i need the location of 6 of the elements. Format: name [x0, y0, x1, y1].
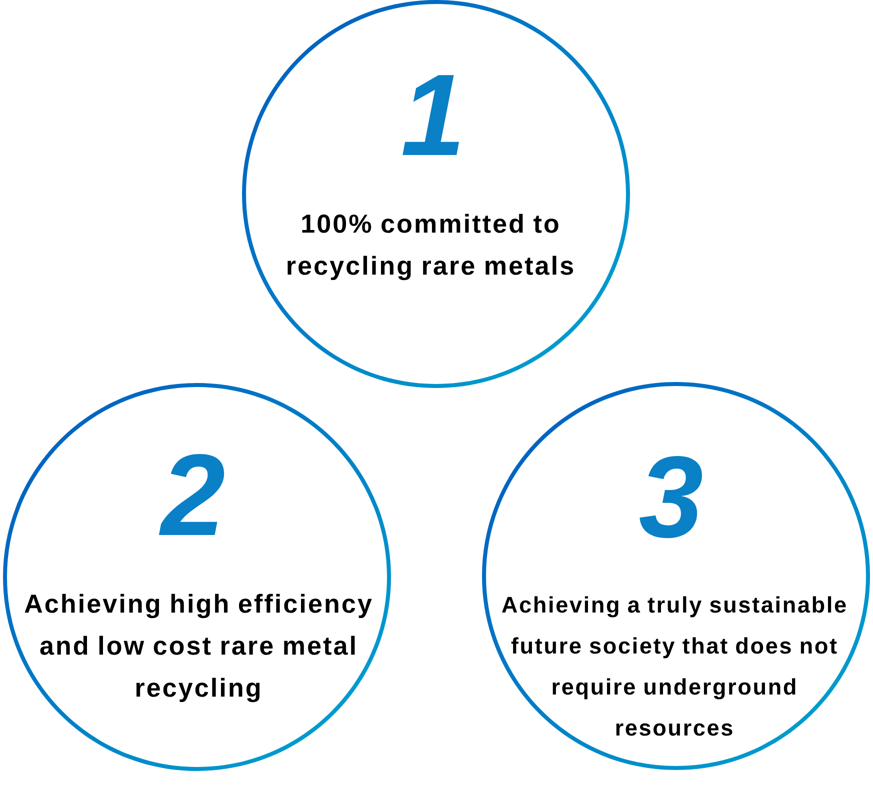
- step-number: 2: [158, 454, 224, 535]
- description-text: Achieving high efficiency and low cost rare metal recycling: [24, 594, 372, 702]
- step-number: 1: [402, 75, 460, 155]
- description-text: 100% committed to recycling rare metals: [288, 214, 573, 280]
- description-text: Achieving a truly sustainable future society that does not require underground resources: [502, 596, 846, 736]
- step-number: 3: [640, 456, 702, 538]
